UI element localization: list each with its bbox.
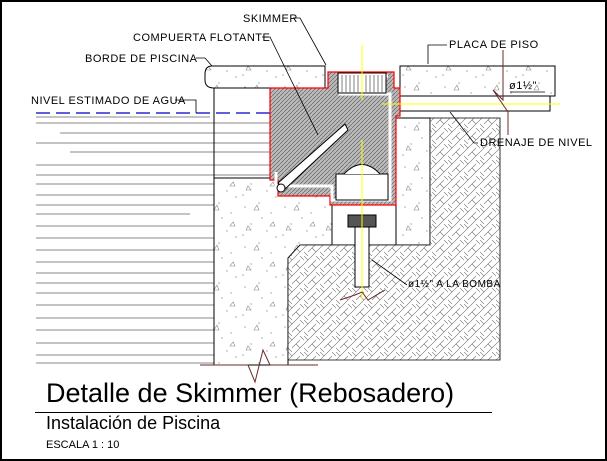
label-diametro-drenaje: ø1½" (509, 80, 537, 92)
label-a-la-bomba: ø1½" A LA BOMBA (408, 279, 501, 290)
label-compuerta-flotante: COMPUERTA FLOTANTE (133, 32, 270, 44)
pool-edge-slab (204, 65, 326, 89)
label-drenaje-nivel: DRENAJE DE NIVEL (480, 137, 593, 149)
title-underline (35, 412, 492, 413)
break-line-bottom (200, 348, 318, 384)
leader-lines (175, 17, 545, 286)
drawing-subtitle: Instalación de Piscina (46, 413, 221, 433)
drawing-title: Detalle de Skimmer (Rebosadero) (46, 378, 455, 408)
break-line (492, 50, 509, 135)
label-placa-piso: PLACA DE PISO (449, 39, 539, 51)
label-skimmer: SKIMMER (243, 13, 298, 25)
drawing-scale: ESCALA 1 : 10 (46, 439, 120, 451)
label-nivel-agua: NIVEL ESTIMADO DE AGUA (31, 95, 186, 107)
water-hatch (36, 116, 395, 364)
label-borde-piscina: BORDE DE PISCINA (85, 53, 198, 65)
